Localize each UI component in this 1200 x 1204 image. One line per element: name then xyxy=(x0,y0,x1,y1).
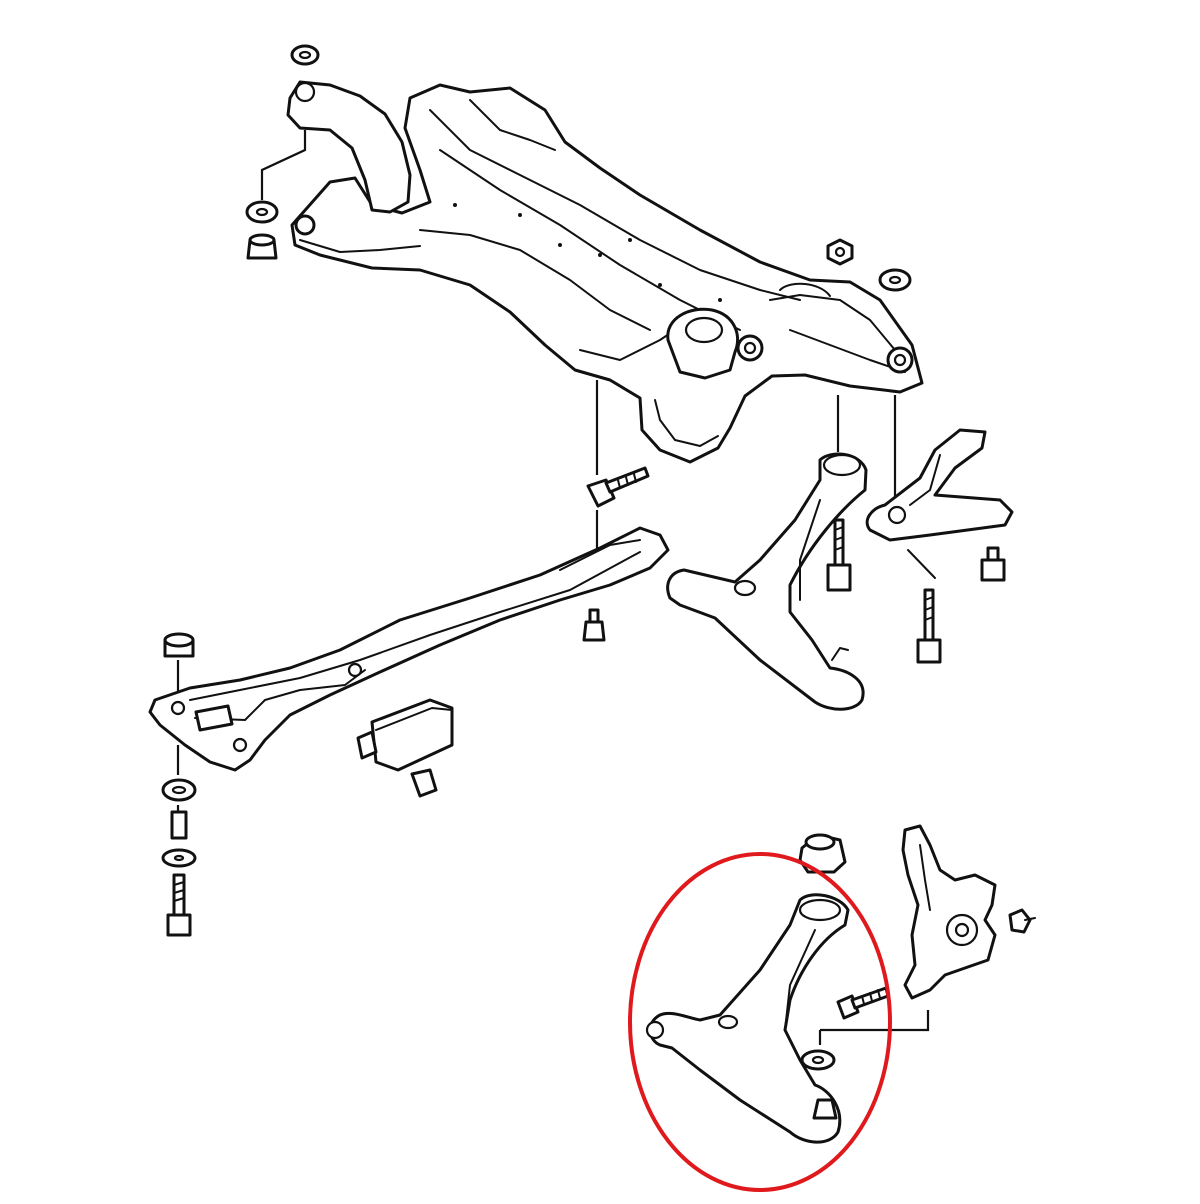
bracket-arm xyxy=(865,428,1014,542)
top-right-fasteners xyxy=(826,238,912,292)
mount-bushing xyxy=(356,698,454,798)
front-subframe-crossmember xyxy=(286,80,924,464)
steering-knuckle xyxy=(818,824,1036,1045)
lower-control-arm-right-highlighted xyxy=(645,833,890,1144)
center-bolt xyxy=(582,466,650,642)
lower-control-arm-left xyxy=(666,452,868,711)
leader-lines xyxy=(176,380,897,820)
longitudinal-member xyxy=(148,526,670,772)
left-fastener-stack xyxy=(161,632,197,937)
right-vertical-bolts xyxy=(826,518,1006,664)
top-left-fasteners xyxy=(245,44,320,260)
highlight-ellipse xyxy=(628,852,892,1192)
